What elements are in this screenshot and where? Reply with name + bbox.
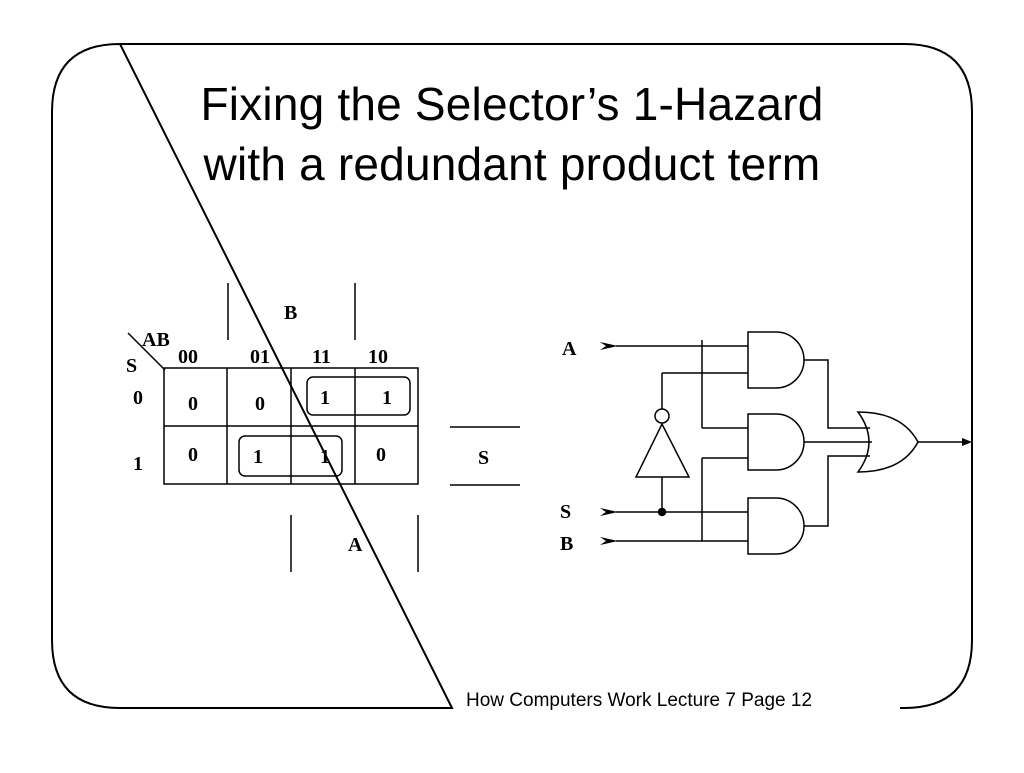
wire-and3-out: [804, 455, 870, 527]
kmap-row-header: 0: [133, 387, 143, 409]
kmap-corner-diagonal: [127, 332, 166, 371]
kmap-corner-left-label: S: [126, 355, 137, 377]
slide-title-line-2: with a redundant product term: [203, 138, 821, 190]
inverter-bubble: [654, 408, 670, 424]
kmap-col-header: 10: [368, 346, 388, 368]
kmap-group-top: [306, 376, 411, 416]
and-gate-2: [747, 413, 805, 471]
kmap-cell: 0: [188, 393, 198, 415]
kmap-col-header: 11: [312, 346, 331, 368]
input-arrow-a: [600, 342, 618, 350]
kmap-cell: 1: [320, 446, 330, 468]
kmap-cell: 1: [320, 387, 330, 409]
slide-title-line-1: Fixing the Selector’s 1-Hazard: [200, 78, 824, 130]
wire-and1-out: [804, 359, 870, 429]
kmap-cell: 0: [188, 444, 198, 466]
kmap-group-bottom: [238, 435, 343, 477]
kmap-cell: 1: [253, 446, 263, 468]
selector-circuit: A S B: [560, 331, 972, 555]
inverter-triangle: [634, 422, 691, 478]
slide-footer: How Computers Work Lecture 7 Page 12: [462, 690, 900, 712]
kmap-col-header: 00: [178, 346, 198, 368]
input-arrow-b: [600, 537, 618, 545]
input-label-b: B: [560, 533, 573, 555]
kmap-bracket-a-label: A: [348, 534, 363, 556]
and-gate-1: [747, 331, 805, 389]
kmap-col-header: 01: [250, 346, 270, 368]
input-label-a: A: [562, 338, 577, 360]
slide-border: [51, 42, 973, 709]
kmap-cell: 1: [382, 387, 392, 409]
kmap-corner-top-label: AB: [142, 329, 170, 351]
input-label-s: S: [560, 501, 571, 523]
karnaugh-map: AB S 00 01 11 10 0 1 0 0 1 1 0 1 1 0: [126, 283, 520, 572]
input-arrow-s: [600, 508, 618, 516]
kmap-bracket-b-label: B: [284, 302, 297, 324]
kmap-cell: 0: [255, 393, 265, 415]
or-gate: [856, 411, 919, 473]
and-gate-3: [747, 497, 805, 555]
kmap-bracket-s-label: S: [478, 447, 489, 469]
output-arrow: [962, 438, 972, 446]
kmap-cell: 0: [376, 444, 386, 466]
kmap-row-header: 1: [133, 453, 143, 475]
